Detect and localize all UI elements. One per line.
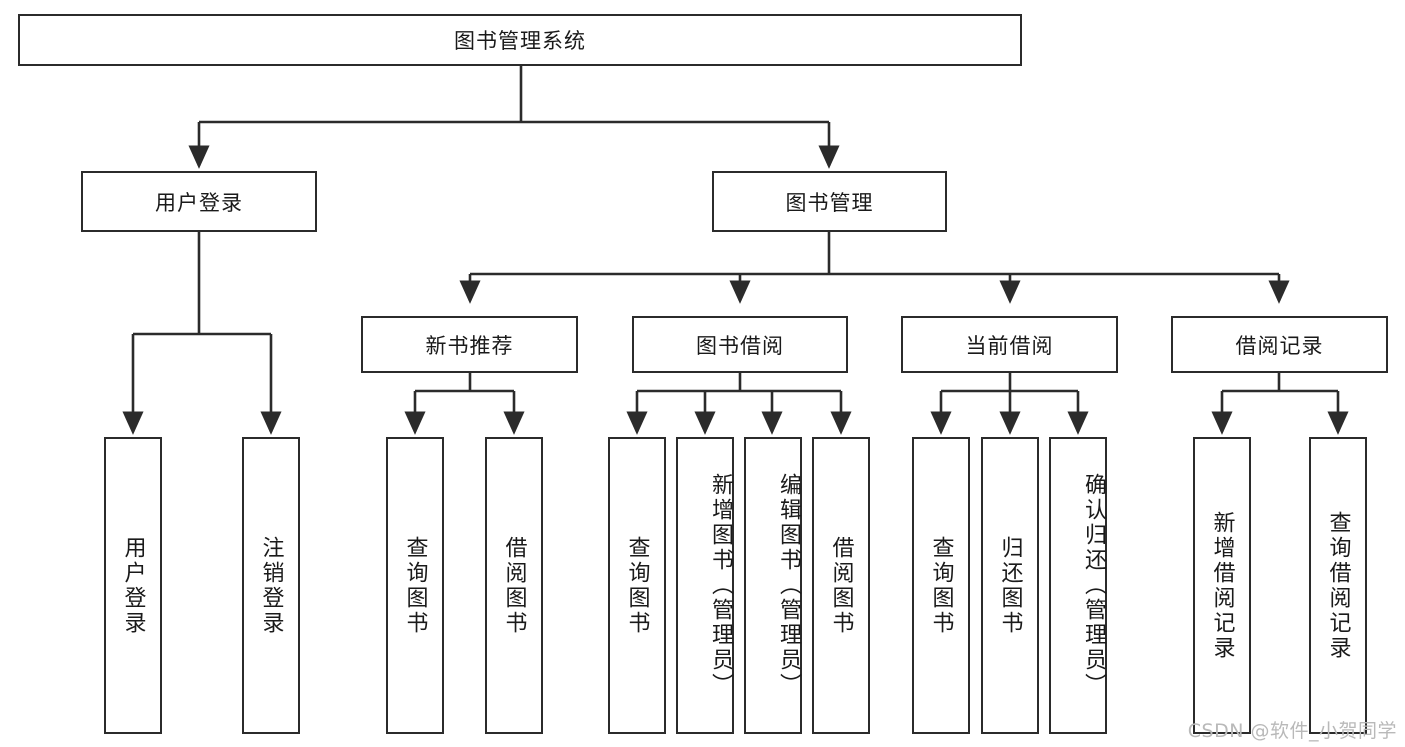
node-label: 借阅图书	[501, 535, 527, 636]
csdn-watermark: CSDN @软件_小贺同学	[1187, 720, 1397, 742]
node-label: 查询图书	[928, 535, 954, 636]
node-label: 借阅记录	[1235, 333, 1324, 358]
node-new-book-recommend[interactable]: 新书推荐	[361, 316, 578, 373]
node-book-management[interactable]: 图书管理	[712, 171, 947, 232]
node-label: 用户登录	[155, 190, 243, 215]
node-label: 图书管理系统	[454, 29, 586, 53]
leaf-add-borrow-record[interactable]: 新增借阅记录	[1193, 437, 1251, 734]
node-label: 图书借阅	[696, 333, 784, 358]
leaf-query-book-3[interactable]: 查询图书	[912, 437, 970, 734]
leaf-logout[interactable]: 注销登录	[242, 437, 300, 734]
leaf-query-book-2[interactable]: 查询图书	[608, 437, 666, 734]
leaf-user-login[interactable]: 用户登录	[104, 437, 162, 734]
leaf-add-book-admin[interactable]: 新增图书（管理员）	[676, 437, 734, 734]
node-label: 新增借阅记录	[1209, 510, 1235, 661]
node-label: 新增图书（管理员）	[708, 473, 733, 698]
node-label: 借阅图书	[828, 535, 854, 636]
node-book-borrow[interactable]: 图书借阅	[632, 316, 848, 373]
node-borrow-record[interactable]: 借阅记录	[1171, 316, 1388, 373]
node-current-borrow[interactable]: 当前借阅	[901, 316, 1118, 373]
node-label: 确认归还（管理员）	[1081, 473, 1106, 698]
node-label: 查询图书	[624, 535, 650, 636]
node-user-login[interactable]: 用户登录	[81, 171, 317, 232]
node-label: 查询借阅记录	[1325, 510, 1351, 661]
node-label: 注销登录	[258, 535, 284, 636]
leaf-query-borrow-record[interactable]: 查询借阅记录	[1309, 437, 1367, 734]
node-label: 编辑图书（管理员）	[776, 473, 801, 698]
node-label: 查询图书	[402, 535, 428, 636]
node-label: 归还图书	[997, 535, 1023, 636]
node-book-management-system[interactable]: 图书管理系统	[18, 14, 1022, 66]
node-label: 当前借阅	[965, 333, 1054, 358]
node-label: 用户登录	[120, 535, 146, 636]
leaf-query-book-1[interactable]: 查询图书	[386, 437, 444, 734]
leaf-borrow-book-1[interactable]: 借阅图书	[485, 437, 543, 734]
leaf-return-book[interactable]: 归还图书	[981, 437, 1039, 734]
leaf-edit-book-admin[interactable]: 编辑图书（管理员）	[744, 437, 802, 734]
node-label: 图书管理	[785, 190, 874, 215]
leaf-borrow-book-2[interactable]: 借阅图书	[812, 437, 870, 734]
leaf-confirm-return-admin[interactable]: 确认归还（管理员）	[1049, 437, 1107, 734]
node-label: 新书推荐	[425, 333, 514, 358]
